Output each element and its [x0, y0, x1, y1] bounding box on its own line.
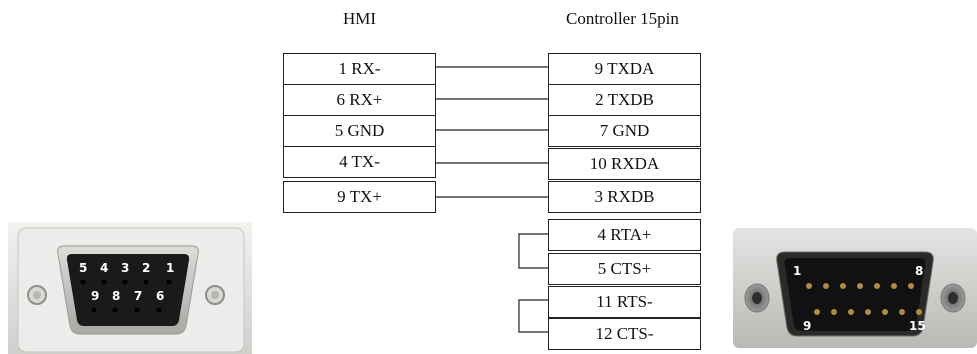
- hmi-pin-9: 9 TX+: [283, 181, 436, 213]
- db9-pin-label-2: 2: [142, 261, 150, 275]
- db9-pin-label-3: 3: [121, 261, 129, 275]
- loopback-rts-cts: [518, 299, 548, 333]
- db9-pin-label-7: 7: [134, 289, 142, 303]
- controller-pin-12: 12 CTS-: [548, 318, 701, 350]
- db9-pin-label-5: 5: [79, 261, 87, 275]
- db15-pin-label-9: 9: [803, 319, 811, 333]
- db15-pin-label-8: 8: [915, 264, 923, 278]
- controller-pin-9: 9 TXDA: [548, 53, 701, 85]
- db9-connector-icon: 5 4 3 2 1 9 8 7 6: [8, 222, 252, 354]
- db9-pin-label-1: 1: [166, 261, 174, 275]
- hmi-pin-1: 1 RX-: [283, 53, 436, 85]
- loopback-rta-cts: [518, 233, 548, 269]
- hmi-pin-6: 6 RX+: [283, 84, 436, 116]
- db9-pin-label-6: 6: [156, 289, 164, 303]
- controller-pin-7: 7 GND: [548, 115, 701, 147]
- db15-pin-label-15: 15: [909, 319, 926, 333]
- controller-pin-3: 3 RXDB: [548, 181, 701, 213]
- db9-pin-label-4: 4: [100, 261, 108, 275]
- controller-pin-4: 4 RTA+: [548, 219, 701, 251]
- controller-pin-2: 2 TXDB: [548, 84, 701, 116]
- controller-pin-5: 5 CTS+: [548, 253, 701, 285]
- controller-pin-10: 10 RXDA: [548, 148, 701, 180]
- db9-pin-label-8: 8: [112, 289, 120, 303]
- db15-pin-label-1: 1: [793, 264, 801, 278]
- db15-connector-icon: 1 8 9 15: [733, 228, 977, 348]
- db9-pin-label-9: 9: [91, 289, 99, 303]
- hmi-pin-4: 4 TX-: [283, 146, 436, 178]
- hmi-pin-5: 5 GND: [283, 115, 436, 147]
- hmi-header: HMI: [343, 9, 377, 28]
- controller-header: Controller 15pin: [566, 9, 679, 28]
- controller-pin-11: 11 RTS-: [548, 286, 701, 318]
